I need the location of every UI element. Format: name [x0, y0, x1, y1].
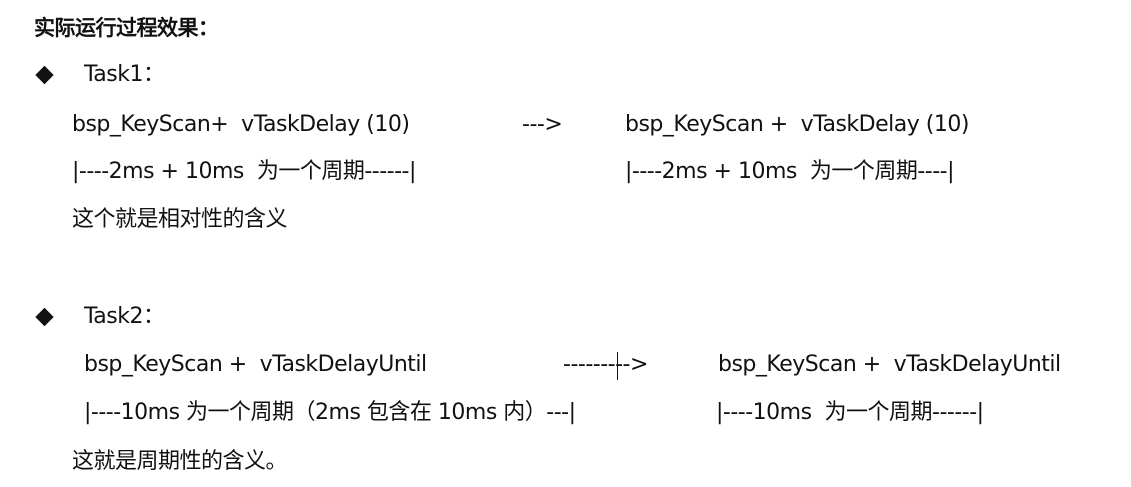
- task1-right-line1: bsp_KeyScan + vTaskDelay (10): [625, 112, 969, 137]
- task1-right-line2: |----2ms + 10ms 为一个周期----|: [625, 159, 955, 184]
- section-title: 实际运行过程效果：: [34, 16, 219, 40]
- diamond-bullet-icon: [35, 65, 54, 85]
- diamond-bullet-icon: [35, 307, 54, 327]
- task2-left-line2: |----10ms 为一个周期（2ms 包含在 10ms 内）---|: [84, 400, 576, 425]
- text-cursor: [617, 352, 618, 380]
- task2-right-line2: |----10ms 为一个周期------|: [716, 400, 984, 425]
- task1-note: 这个就是相对性的含义: [72, 207, 288, 232]
- task1-label: Task1：: [84, 62, 165, 87]
- task2-right-line1: bsp_KeyScan + vTaskDelayUntil: [718, 352, 1061, 377]
- task2-note: 这就是周期性的含义。: [72, 449, 288, 474]
- task2-left-line1: bsp_KeyScan + vTaskDelayUntil: [84, 352, 427, 377]
- task2-label: Task2：: [84, 304, 165, 329]
- task1-left-line2: |----2ms + 10ms 为一个周期------|: [72, 159, 416, 184]
- task2-arrow: --------->: [563, 352, 648, 377]
- task1-left-line1: bsp_KeyScan+ vTaskDelay (10): [72, 112, 410, 137]
- task1-arrow: --->: [522, 112, 563, 137]
